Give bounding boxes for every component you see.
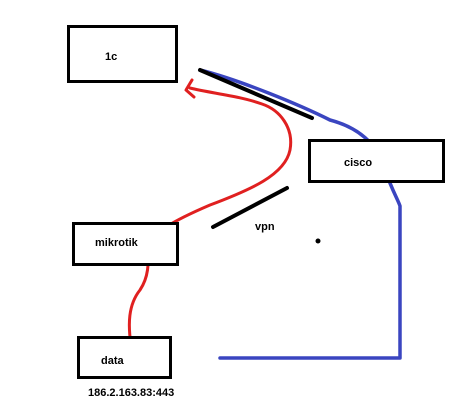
- node-cisco-label: cisco: [344, 157, 373, 169]
- node-mikrotik-label: mikrotik: [95, 237, 138, 249]
- vpn-line: [211, 186, 289, 229]
- node-1c: 1c: [67, 25, 178, 83]
- red-arrowhead: [184, 78, 196, 99]
- address-label: 186.2.163.83:443: [88, 387, 175, 399]
- node-1c-label: 1c: [105, 51, 118, 63]
- red-connection-path: [127, 86, 293, 347]
- blue-connection-path: [198, 68, 402, 360]
- vpn-label: vpn: [255, 221, 275, 233]
- node-mikrotik: mikrotik: [72, 222, 179, 266]
- node-cisco: cisco: [308, 139, 445, 183]
- link-line-1c-cisco: [198, 68, 314, 120]
- node-data-label: data: [101, 355, 124, 367]
- node-data: data: [77, 336, 172, 379]
- dot-marker: [315, 238, 321, 244]
